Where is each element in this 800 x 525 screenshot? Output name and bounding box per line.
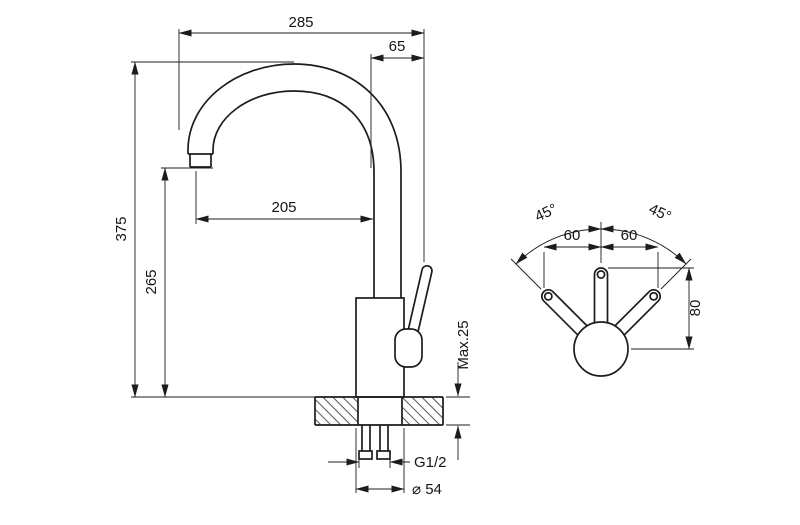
countertop <box>314 396 444 426</box>
handle-offset-right-label: 60 <box>621 227 638 244</box>
swivel-angle-left-label: 45° <box>532 200 560 225</box>
faucet-top-view <box>540 267 662 377</box>
spout-height-label: 265 <box>143 269 160 294</box>
faucet-side-view <box>187 63 433 398</box>
spout-outer-curve <box>187 63 402 298</box>
spout-reach-label: 205 <box>271 199 296 216</box>
spout-inner-curve <box>212 90 375 298</box>
supply-hoses <box>358 425 391 460</box>
dimension-base-diameter: ⌀ 54 <box>355 428 442 498</box>
dimension-spout-to-handle: 65 <box>370 38 425 168</box>
handle-position-center <box>593 267 609 331</box>
spout-tip-aerator <box>187 150 214 168</box>
connection-thread-label: G1/2 <box>414 454 447 471</box>
base-diameter-label: ⌀ 54 <box>412 481 442 498</box>
swivel-angle-right-label: 45° <box>646 200 674 225</box>
handle-base <box>394 328 423 368</box>
handle-position-right <box>611 288 662 339</box>
dimension-handle-length: 80 <box>608 267 704 350</box>
dimension-mount-thickness: Max.25 <box>446 320 472 460</box>
countertop-hatch-left <box>315 397 358 425</box>
dimension-overall-height: 375 <box>113 61 315 398</box>
hose-fitting-left <box>358 450 373 460</box>
mount-thickness-label: Max.25 <box>455 320 472 369</box>
countertop-hatch-right <box>402 397 443 425</box>
overall-width-label: 285 <box>288 14 313 31</box>
spout-to-handle-label: 65 <box>389 38 406 55</box>
dimension-overall-width: 285 <box>178 14 425 262</box>
handle-length-label: 80 <box>687 300 704 317</box>
dimension-spout-reach: 205 <box>195 171 374 224</box>
countertop-outline <box>314 396 444 426</box>
handle-offset-left-label: 60 <box>564 227 581 244</box>
overall-height-label: 375 <box>113 216 130 241</box>
dimension-spout-height: 265 <box>143 167 213 398</box>
hose-tubes <box>361 425 389 451</box>
dimension-connection-thread: G1/2 <box>328 454 447 471</box>
hose-fitting-right <box>376 450 391 460</box>
faucet-body-top <box>573 321 629 377</box>
